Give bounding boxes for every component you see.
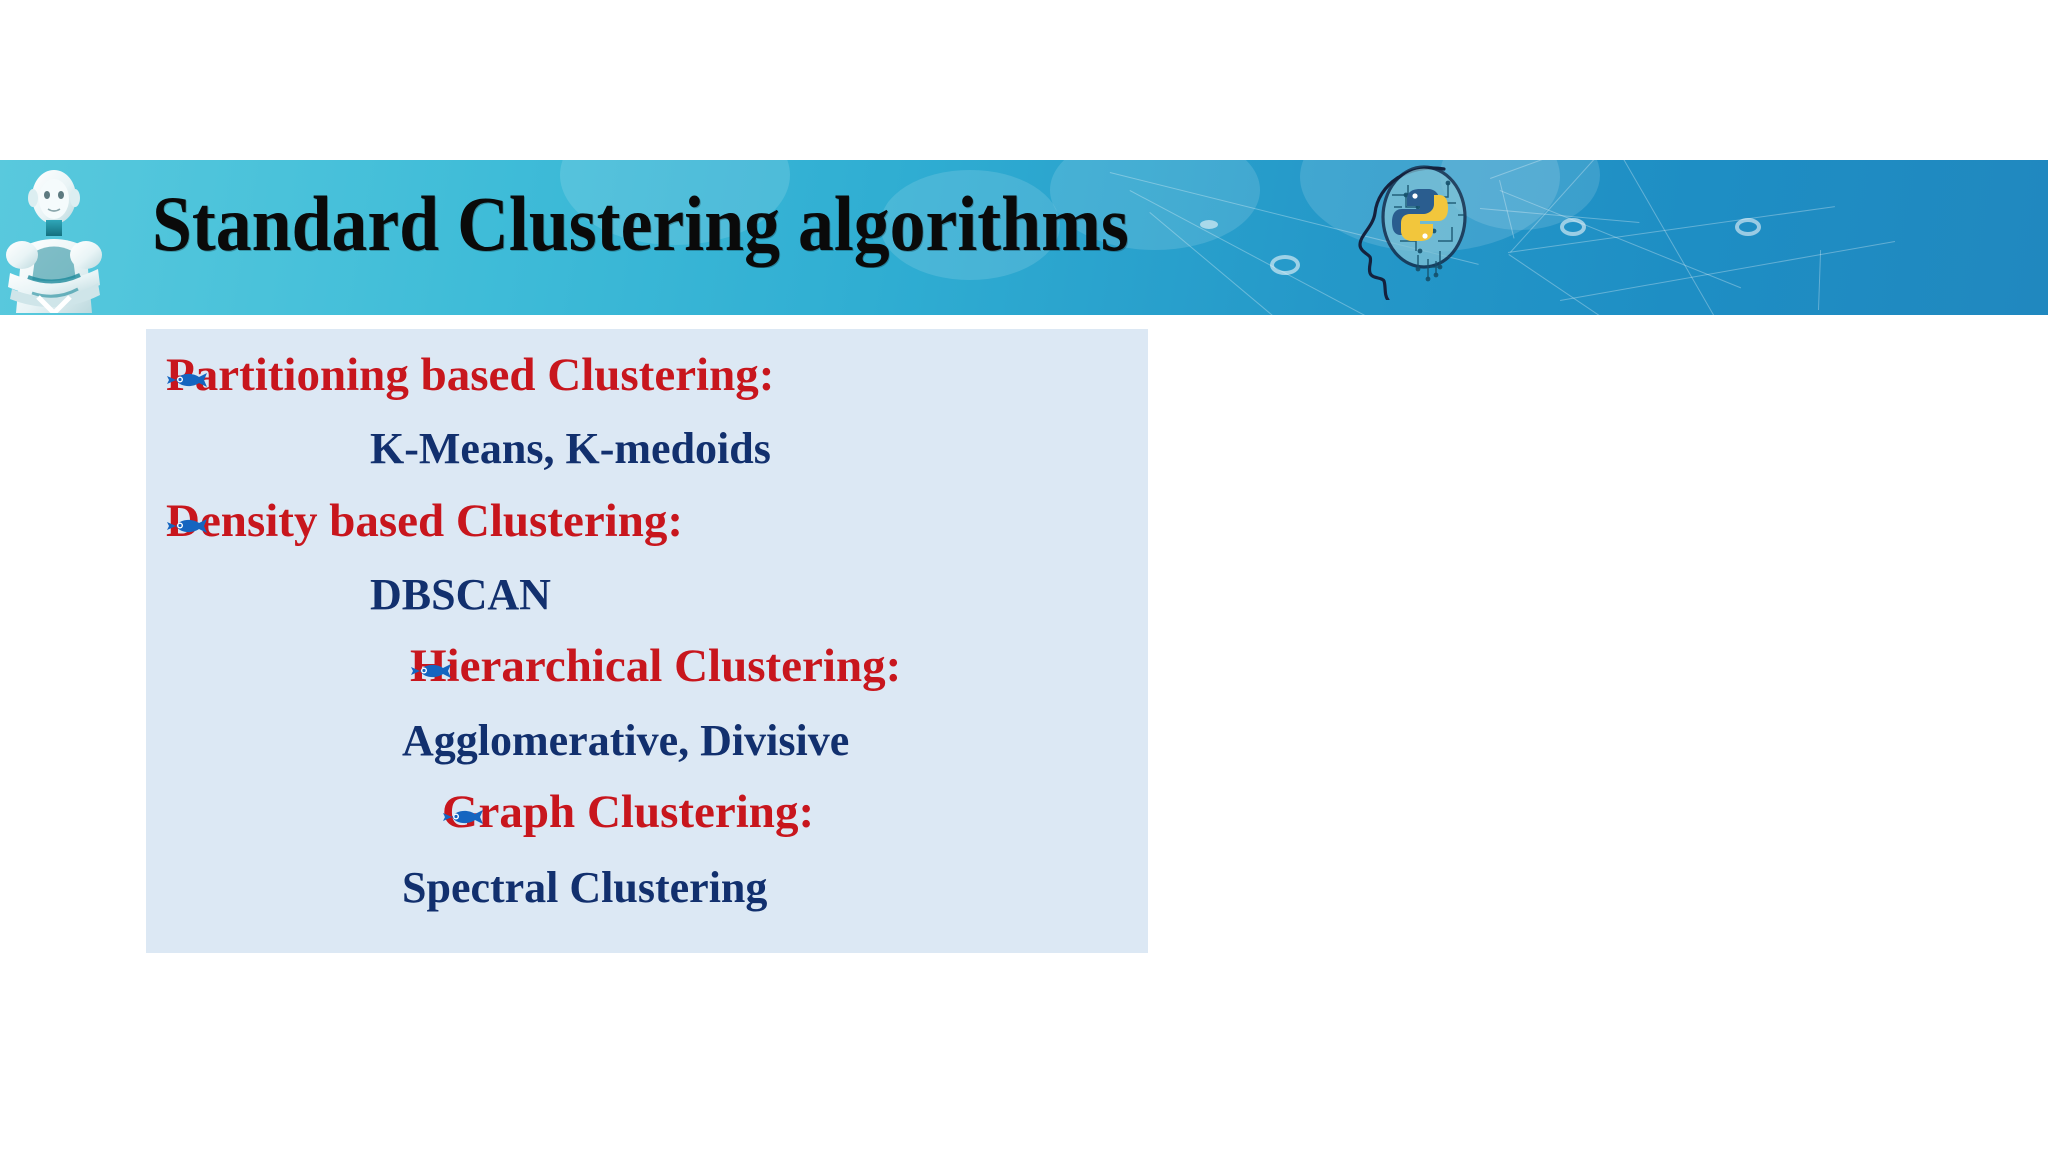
- list-item-label: Partitioning based Clustering:: [166, 349, 775, 401]
- fish-bullet-icon: [410, 643, 452, 678]
- list-item[interactable]: Spectral Clustering: [402, 866, 767, 910]
- list-item-label: K-Means, K-medoids: [370, 424, 771, 473]
- list-item-label: Spectral Clustering: [402, 863, 768, 912]
- network-line: [1560, 240, 1896, 301]
- list-item-label: Graph Clustering:: [442, 786, 815, 838]
- brain-python-icon: [1348, 155, 1478, 302]
- list-item[interactable]: Graph Clustering:: [442, 789, 814, 836]
- network-line: [1619, 160, 1720, 315]
- page-title: Standard Clustering algorithms: [152, 180, 1129, 267]
- list-item[interactable]: Density based Clustering:: [166, 498, 683, 545]
- content-box: Partitioning based Clustering: K-Means, …: [146, 329, 1148, 953]
- list-item-label: Density based Clustering:: [166, 495, 684, 547]
- list-item-label: Agglomerative, Divisive: [402, 716, 850, 765]
- fish-bullet-icon: [442, 789, 484, 824]
- list-item[interactable]: Agglomerative, Divisive: [402, 719, 849, 763]
- network-node: [1200, 220, 1218, 229]
- network-ring-node: [1270, 255, 1300, 275]
- fish-bullet-icon: [166, 498, 208, 533]
- decorative-cloud: [880, 170, 1060, 280]
- fish-bullet-icon: [166, 352, 208, 387]
- list-item-label: DBSCAN: [370, 570, 551, 619]
- header-banner: Standard Clustering algorithms: [0, 160, 2048, 315]
- network-ring-node: [1735, 218, 1761, 236]
- list-item[interactable]: DBSCAN: [370, 573, 551, 617]
- network-ring-node: [1560, 218, 1586, 236]
- list-item[interactable]: Hierarchical Clustering:: [410, 643, 901, 690]
- list-item[interactable]: Partitioning based Clustering:: [166, 352, 774, 399]
- robot-image: [2, 165, 106, 313]
- network-line: [1818, 250, 1822, 311]
- list-item[interactable]: K-Means, K-medoids: [370, 427, 771, 471]
- network-line: [1508, 254, 1725, 315]
- list-item-label: Hierarchical Clustering:: [410, 640, 902, 692]
